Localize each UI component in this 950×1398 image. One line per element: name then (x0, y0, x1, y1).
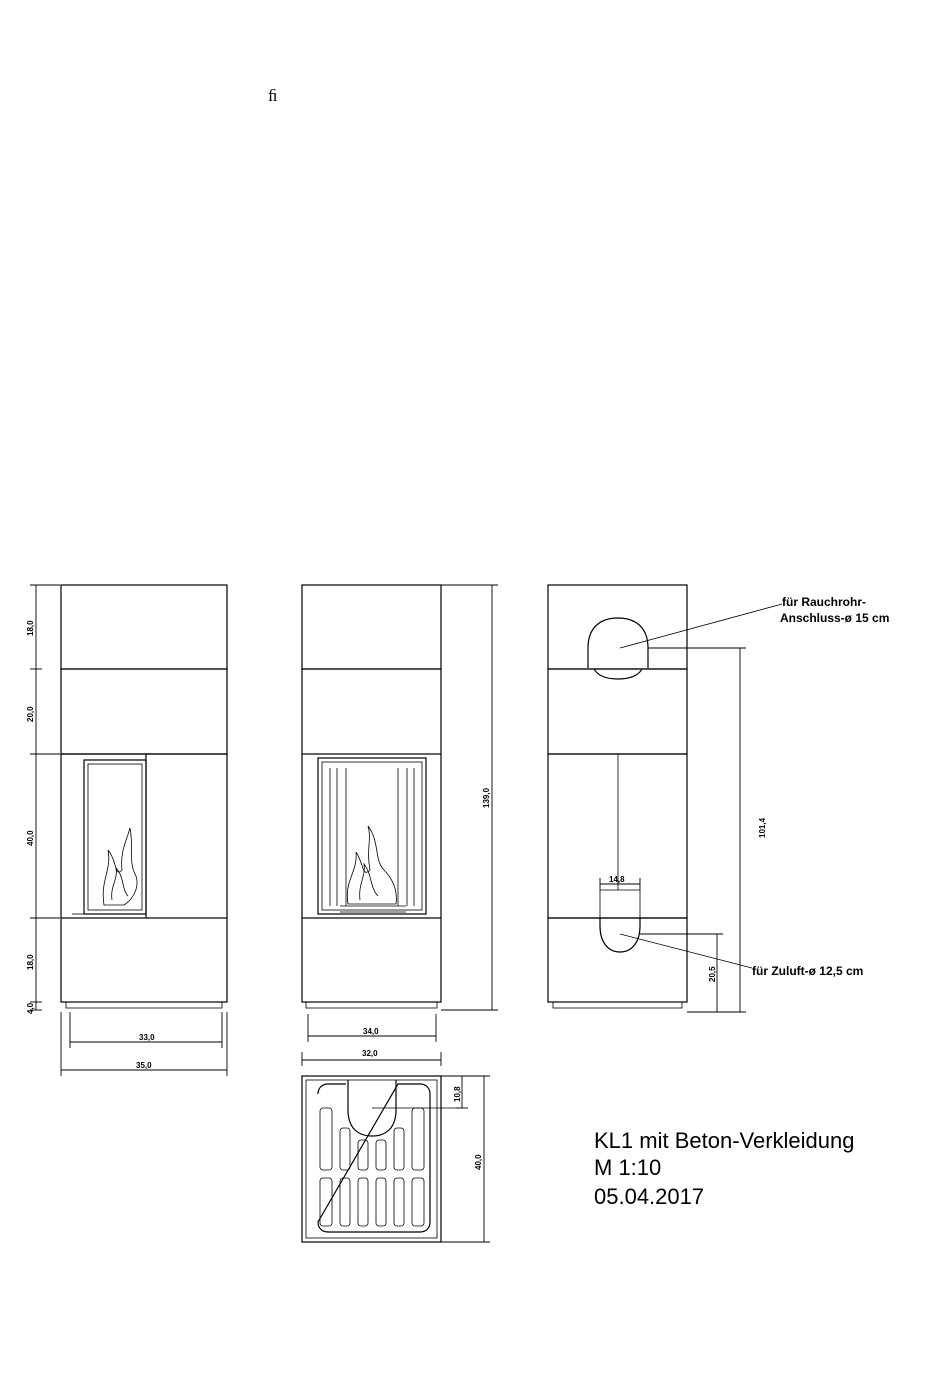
title-line1: KL1 mit Beton-Verkleidung (594, 1128, 855, 1153)
dim-front-width-inner: 34,0 (363, 1027, 379, 1036)
dim-side-width-inner: 33,0 (139, 1033, 155, 1042)
dim-left-top: 18,0 (26, 620, 35, 636)
dim-back-inlet: 20,5 (708, 966, 717, 982)
plan-view (302, 1076, 462, 1242)
dim-side-width-outer: 35,0 (136, 1061, 152, 1070)
dim-back-pipe: 101,4 (758, 817, 767, 838)
dim-front-height: 139,0 (482, 787, 491, 808)
dim-left-mid: 20,0 (26, 706, 35, 722)
dim-left-plinth: 4,0 (26, 1002, 35, 1014)
dim-front-width-outer: 32,0 (362, 1049, 378, 1058)
note-inlet: für Zuluft-ø 12,5 cm (752, 964, 863, 978)
front-width-dimensions (302, 1014, 441, 1066)
back-pipe-dimension (648, 648, 746, 1012)
title-block: KL1 mit Beton-Verkleidung M 1:10 05.04.2… (594, 1128, 855, 1209)
note-flue-line2: Anschluss-ø 15 cm (780, 611, 889, 625)
dim-left-base: 18,0 (26, 954, 35, 970)
dim-back-inner: 14,8 (609, 875, 625, 884)
inlet-leader-line (620, 934, 752, 968)
dim-plan-top: 10,8 (453, 1086, 462, 1102)
note-flue-line1: für Rauchrohr- (782, 595, 866, 609)
side-height-dimensions (30, 585, 60, 1010)
front-view (302, 585, 441, 1008)
dim-plan-depth: 40,0 (474, 1154, 483, 1170)
title-scale: M 1:10 (594, 1155, 661, 1180)
dim-left-fire: 40,0 (26, 830, 35, 846)
side-view (61, 585, 227, 1008)
flue-leader-line (620, 604, 782, 648)
title-date: 05.04.2017 (594, 1184, 704, 1209)
